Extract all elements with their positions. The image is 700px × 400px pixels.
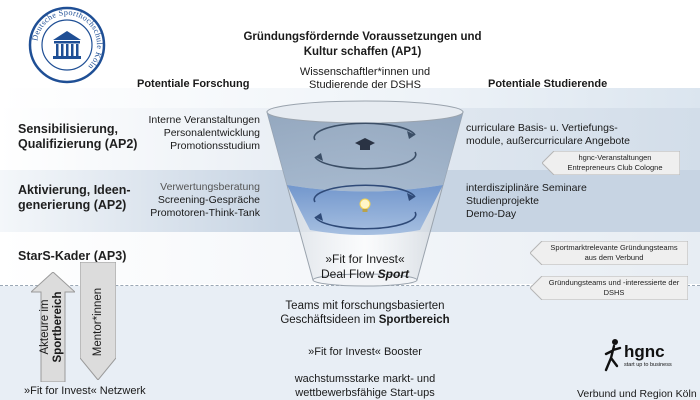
teams-text: Teams mit forschungsbasierten Geschäftsi… xyxy=(280,300,450,326)
col-header-research: Potentiale Forschung xyxy=(137,78,250,90)
research-list-sensibilisierung: Interne Veranstaltungen Personalentwickl… xyxy=(140,114,260,153)
row-label-aktivierung: Aktivierung, Ideen-generierung (AP2) xyxy=(18,183,131,212)
side-tag-hgnc: hgnc-Veranstaltungen Entrepreneurs Club … xyxy=(567,153,663,172)
deal-flow-line1: »Fit for Invest« xyxy=(325,252,405,266)
students-item: module, außercurriculare Angebote xyxy=(466,135,631,147)
booster-text: »Fit for Invest« Booster xyxy=(308,346,422,358)
side-tag-arrow-sportmarkt xyxy=(530,241,688,265)
band-network xyxy=(0,286,700,400)
lightbulb-icon xyxy=(359,198,371,212)
band-header xyxy=(0,88,700,108)
side-tag-dshs: Gründungsteams und -interessierte der DS… xyxy=(548,278,680,297)
graduation-cap-icon xyxy=(355,138,375,150)
research-item: Promotoren-Think-Tank xyxy=(150,207,260,219)
students-item: Studienprojekte xyxy=(466,195,539,207)
students-item: Demo-Day xyxy=(466,208,517,220)
side-tag-arrow-hgnc xyxy=(542,151,680,175)
hgnc-name: hgnc xyxy=(624,342,665,361)
vertical-label-mentorinnen: Mentor*innen xyxy=(92,287,104,357)
diagram-title: Gründungsfördernde Voraussetzungen und K… xyxy=(243,31,482,58)
deal-flow-line2: Deal Flow Sport xyxy=(320,267,410,281)
col-header-students: Potentiale Studierende xyxy=(488,78,608,90)
row-label-sensibilisierung: Sensibilisierung, Qualifizierung (AP2) xyxy=(18,122,138,151)
research-item: Interne Veranstaltungen xyxy=(148,114,260,126)
research-item: Verwertungsberatung xyxy=(160,181,260,193)
side-tag-arrow-dshs xyxy=(530,276,688,300)
vertical-arrow-mentorinnen xyxy=(80,262,116,380)
deal-flow-emph: Sport xyxy=(377,267,410,281)
students-item: interdisziplinäre Seminare xyxy=(466,182,587,194)
network-text: »Fit for Invest« Netzwerk xyxy=(24,385,146,397)
side-tag-sportmarkt: Sportmarktrelevante Gründungsteams aus d… xyxy=(550,243,678,262)
runner-icon xyxy=(604,339,622,372)
research-item: Promotionsstudium xyxy=(170,140,260,152)
students-list-sensibilisierung: curriculare Basis- u. Vertiefungs- modul… xyxy=(466,122,666,148)
hgnc-logo: hgnc start up to business xyxy=(602,338,672,378)
logo: Deutsche Sporthochschule Köln xyxy=(28,6,106,84)
temple-icon xyxy=(53,31,81,59)
funnel-top-text: Wissenschaftler*innen und Studierende de… xyxy=(299,66,431,91)
vertical-label-akteure: Akteure im Sportbereich xyxy=(39,291,64,363)
research-item: Screening-Gespräche xyxy=(157,194,260,206)
hgnc-tagline: start up to business xyxy=(624,362,672,368)
row-label-stars-kader: StarS-Kader (AP3) xyxy=(18,249,127,263)
region-text: Verbund und Region Köln xyxy=(577,388,697,400)
research-item: Personalentwicklung xyxy=(163,127,260,139)
students-item: curriculare Basis- u. Vertiefungs- xyxy=(466,122,618,134)
funnel xyxy=(266,100,464,287)
startups-text: wachstumsstarke markt- und wettbewerbsfä… xyxy=(294,373,436,399)
vertical-arrow-akteure xyxy=(31,272,75,382)
students-list-aktivierung: interdisziplinäre Seminare Studienprojek… xyxy=(466,182,666,221)
research-list-aktivierung: Verwertungsberatung Screening-Gespräche … xyxy=(140,181,260,220)
deal-flow-text: »Fit for Invest« Deal Flow Sport xyxy=(300,252,430,282)
